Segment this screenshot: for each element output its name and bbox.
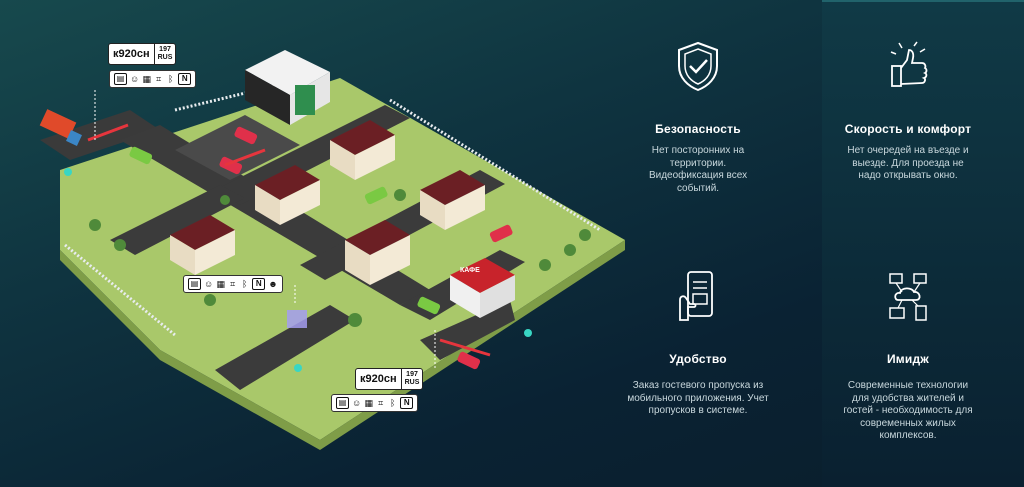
- feature-security: Безопасность Нет посторонних на территор…: [598, 40, 798, 195]
- face-scan-icon: ☺: [352, 398, 362, 408]
- nfc-icon: N: [400, 397, 414, 409]
- plate-region: 197 RUS: [157, 46, 173, 61]
- road-cross-2: [110, 185, 245, 255]
- cafe-sign: КАФЕ: [460, 267, 480, 274]
- feature-description: Современные технологии для удобства жите…: [843, 380, 973, 441]
- access-methods-bar-top: ▤ ☺ ▦ ⌗ ᛒ N: [109, 70, 197, 88]
- house-5: [345, 220, 410, 285]
- rfid-card-icon: ▤: [188, 278, 201, 290]
- right-panel-background: [822, 0, 1024, 487]
- plate-region: 197 RUS: [404, 371, 420, 386]
- barrier-parking: [224, 148, 266, 167]
- house-2: [255, 165, 320, 225]
- residential-complex-illustration: КАФЕ: [39, 50, 625, 450]
- nfc-icon: N: [178, 73, 192, 85]
- parking-lot: [175, 115, 300, 180]
- access-methods-bar-bottom: ▤ ☺ ▦ ⌗ ᛒ N: [331, 394, 419, 412]
- rfid-card-icon: ▤: [114, 73, 127, 85]
- face-scan-icon: ☺: [130, 74, 140, 84]
- fence-right: [389, 98, 601, 232]
- rfid-card-icon: ▤: [336, 397, 349, 409]
- network-devices-icon: [889, 273, 927, 321]
- feature-description: Нет посторонних на территории. Видеофикс…: [648, 145, 748, 194]
- thumbs-up-icon: [890, 41, 928, 87]
- fingerprint-icon: ⌗: [230, 279, 236, 289]
- feature-description: Нет очередей на въезде и выезде. Для про…: [847, 145, 969, 181]
- plate-number: к920сн: [109, 44, 155, 64]
- bluetooth-icon: ᛒ: [168, 74, 174, 84]
- delivery-truck: [39, 109, 82, 146]
- qr-code-icon: ▦: [364, 398, 373, 408]
- license-plate-top: к920сн 197 RUS: [108, 43, 177, 65]
- turnstile: [287, 310, 307, 328]
- feature-convenience: Удобство Заказ гостевого пропуска из моб…: [598, 270, 798, 418]
- location-markers: [64, 168, 532, 372]
- callout-lines: [94, 90, 436, 370]
- cars: [129, 126, 513, 370]
- barrier-entry: [87, 123, 129, 142]
- plate-number: к920сн: [356, 369, 402, 389]
- house-3: [420, 170, 485, 230]
- phone-pass-icon: [679, 271, 713, 321]
- barrier-exit: [439, 338, 491, 357]
- license-plate-bottom: к920сн 197 RUS: [355, 368, 424, 390]
- road-exit: [215, 305, 355, 390]
- office-building: [245, 50, 330, 125]
- cafe-building: КАФЕ: [450, 258, 515, 318]
- trees: [89, 189, 591, 327]
- fingerprint-icon: ⌗: [378, 398, 384, 408]
- feature-title: Скорость и комфорт: [844, 122, 972, 136]
- house-4: [170, 215, 235, 275]
- bluetooth-icon: ᛒ: [242, 279, 248, 289]
- feature-image: Имидж Современные технологии для удобств…: [808, 270, 1008, 443]
- face-scan-icon: ☺: [204, 279, 214, 289]
- qr-code-icon: ▦: [216, 279, 225, 289]
- feature-title: Имидж: [886, 352, 929, 366]
- road-bottom-right: [420, 300, 515, 360]
- feature-title: Безопасность: [655, 122, 741, 136]
- face-id-icon: ☻: [268, 279, 278, 289]
- fingerprint-icon: ⌗: [156, 74, 162, 84]
- qr-code-icon: ▦: [142, 74, 151, 84]
- shield-check-icon: [678, 41, 718, 92]
- access-methods-bar-middle: ▤ ☺ ▦ ⌗ ᛒ N ☻: [183, 275, 283, 293]
- house-1: [330, 120, 395, 180]
- feature-description: Заказ гостевого пропуска из мобильного п…: [627, 380, 769, 416]
- feature-title: Удобство: [669, 352, 727, 366]
- bluetooth-icon: ᛒ: [390, 398, 396, 408]
- feature-speed-comfort: Скорость и комфорт Нет очередей на въезд…: [808, 40, 1008, 183]
- nfc-icon: N: [252, 278, 266, 290]
